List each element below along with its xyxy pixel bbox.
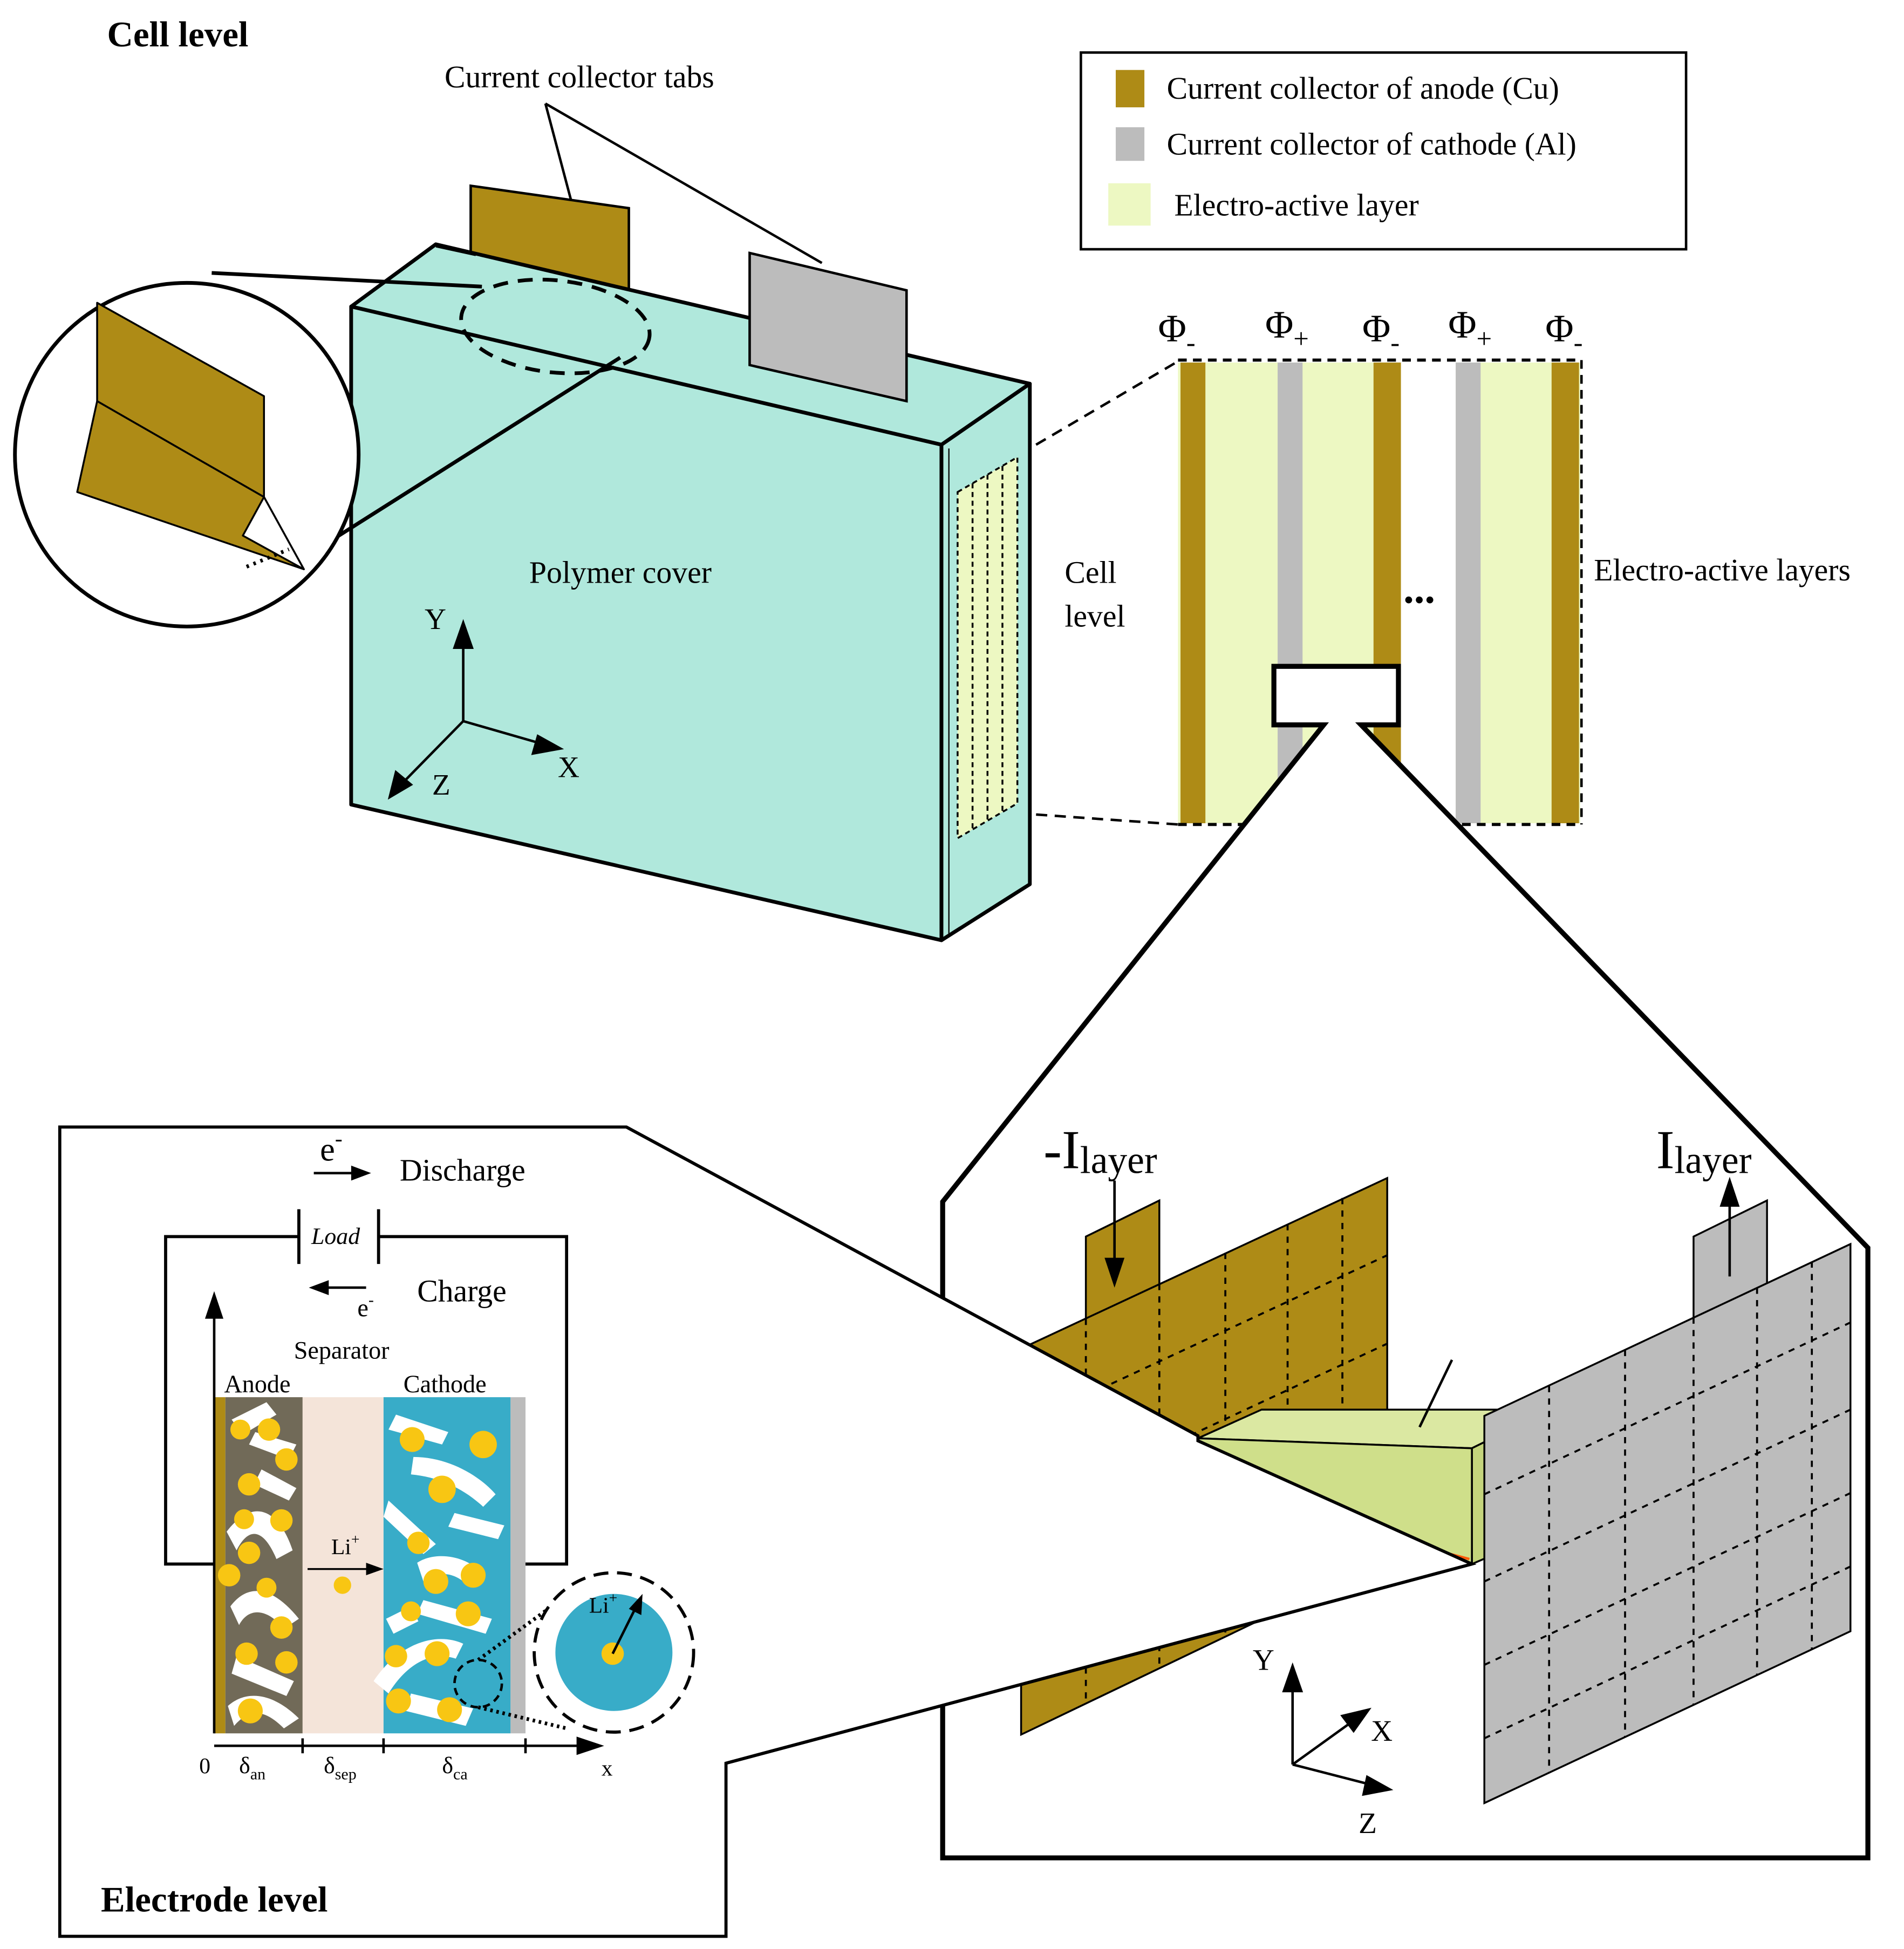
cell-level-title: Cell level: [107, 15, 248, 54]
particle-zoom-marker: [453, 1658, 503, 1709]
discharge-electron-label: e-: [320, 1126, 343, 1168]
li-ion-label-separator: Li+: [331, 1530, 360, 1558]
delta-ca-label: δca: [442, 1753, 467, 1783]
neg-current-label: -Ilayer: [1043, 1119, 1157, 1181]
cell-level-side-label-1: Cell: [1064, 556, 1116, 590]
cathode-current-collector: [510, 1397, 526, 1734]
legend-label-aluminum: Current collector of cathode (Al): [1167, 128, 1577, 162]
polymer-cover-label: Polymer cover: [529, 556, 712, 590]
current-collector-tabs-label: Current collector tabs: [445, 60, 714, 94]
delta-sep-label: δsep: [324, 1753, 357, 1783]
electrode-sandwich: [214, 1397, 526, 1734]
cell-axis-y-label: Y: [425, 603, 446, 635]
charge-arrow: [309, 1280, 329, 1295]
layer-ellipsis: ...: [1403, 565, 1435, 612]
cell-axis-x-label: X: [558, 751, 579, 784]
charge-label: Charge: [417, 1274, 507, 1308]
legend-label-active: Electro-active layer: [1174, 189, 1418, 223]
layer-copper-3: [1551, 363, 1579, 824]
discharge-label: Discharge: [400, 1153, 526, 1187]
legend-label-copper: Current collector of anode (Cu): [1167, 72, 1559, 106]
anode-current-collector: [214, 1397, 226, 1734]
layer-aluminum-2: [1456, 363, 1481, 824]
phi-label-5: Φ-: [1545, 307, 1582, 357]
legend-swatch-copper: [1116, 70, 1145, 107]
legend-box: [1080, 51, 1688, 251]
potential-labels: Φ- Φ+ Φ- Φ+ Φ-: [1158, 304, 1582, 357]
cell-axis-z-label: Z: [432, 768, 451, 801]
discharge-arrow: [351, 1165, 371, 1181]
origin-label: 0: [199, 1753, 210, 1778]
cathode-label: Cathode: [404, 1370, 487, 1398]
pouch-front-face: [349, 304, 944, 942]
phi-label-1: Φ-: [1158, 307, 1195, 357]
separator-label: Separator: [294, 1337, 390, 1364]
phi-label-4: Φ+: [1448, 304, 1492, 353]
anode-label: Anode: [224, 1370, 290, 1398]
phi-label-2: Φ+: [1265, 304, 1309, 353]
cell-level-side-label-2: level: [1064, 599, 1125, 633]
li-ion-in-separator: [333, 1576, 351, 1594]
pouch-cell-box: [349, 242, 1032, 942]
charge-electron-label: e-: [357, 1291, 374, 1322]
side-layer-stripes: [957, 455, 1019, 840]
tab-detail-drawing: [76, 302, 305, 570]
layer-aluminum-1: [1278, 363, 1303, 824]
phi-label-3: Φ-: [1362, 307, 1400, 357]
cell-axes: [387, 619, 564, 800]
electrode-level-title: Electrode level: [101, 1879, 328, 1919]
cathode-tab: [748, 251, 908, 403]
li-ion-label-particle: Li+: [589, 1589, 618, 1617]
legend-swatch-aluminum: [1116, 127, 1145, 161]
active-particles: [217, 1418, 497, 1724]
layer-axes: [1282, 1662, 1394, 1796]
tab-leader-lines: [544, 102, 823, 264]
layer-axis-y-label: Y: [1253, 1644, 1274, 1677]
tab-zoom-ellipse: [459, 277, 652, 375]
electrode-axes: [204, 1291, 604, 1755]
x-axis-label: x: [602, 1756, 613, 1781]
layer-axis-z-label: Z: [1359, 1807, 1377, 1839]
legend-swatch-active: [1108, 183, 1151, 226]
electro-active-layers-label: Electro-active layers: [1594, 553, 1851, 587]
pos-current-label: Ilayer: [1656, 1119, 1752, 1181]
load-label: Load: [311, 1223, 360, 1249]
delta-an-label: δan: [239, 1753, 265, 1783]
layer-copper-1: [1180, 363, 1206, 824]
external-circuit: [164, 1209, 569, 1566]
layer-axis-x-label: X: [1371, 1714, 1393, 1747]
